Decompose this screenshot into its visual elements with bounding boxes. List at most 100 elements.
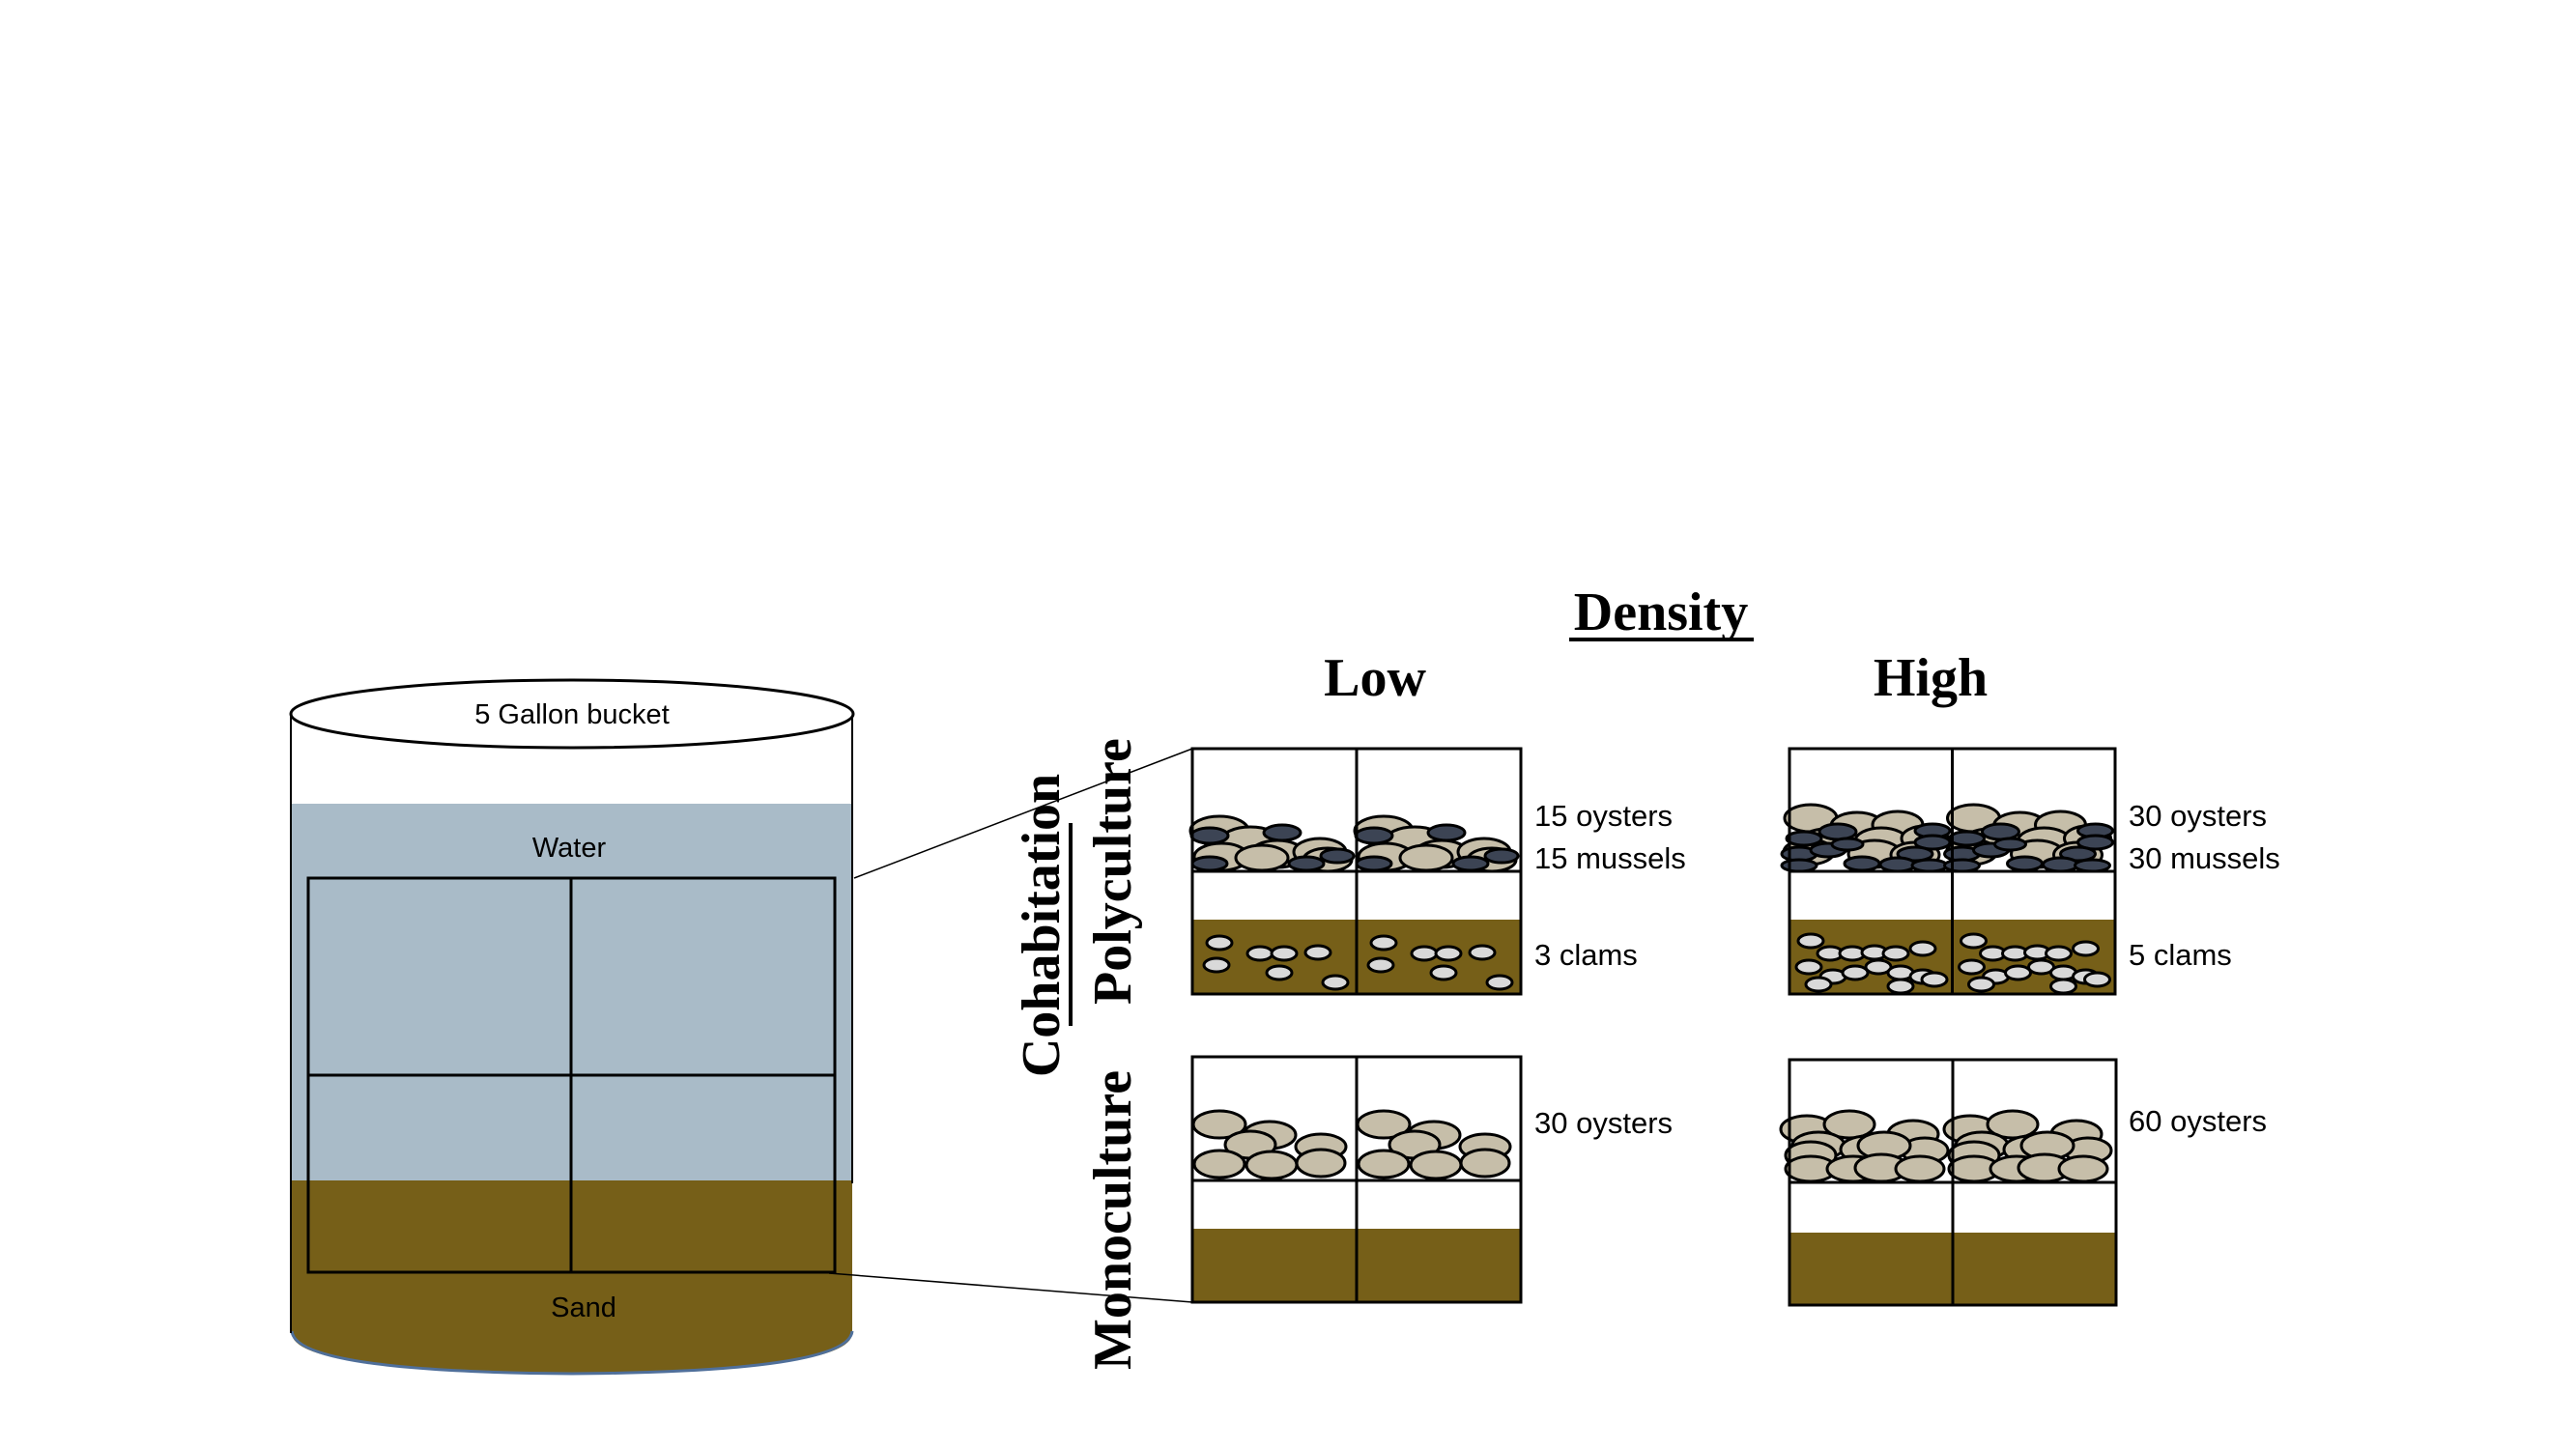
mussel-shell bbox=[1878, 856, 1917, 873]
column-header-high: High bbox=[1874, 648, 1988, 708]
bucket-sand bbox=[292, 1180, 852, 1374]
clam-shell bbox=[1434, 945, 1463, 962]
mussel-shell bbox=[2006, 855, 2044, 872]
clam-shell bbox=[1303, 944, 1332, 961]
mussel-shell bbox=[1785, 830, 1823, 847]
bucket-bottom-edge bbox=[290, 1330, 854, 1376]
mussel-shell bbox=[1843, 855, 1881, 872]
enclosure-1 bbox=[1188, 814, 1356, 991]
treatment-label-mono-high-oysters: 60 oysters bbox=[2129, 1104, 2267, 1138]
enclosure-2 bbox=[1943, 803, 2114, 995]
mussel-shell bbox=[1943, 858, 1981, 873]
zoom-connector-top bbox=[853, 748, 1193, 879]
mussel-shell bbox=[1262, 823, 1302, 842]
oyster-shell bbox=[1234, 843, 1290, 872]
mussel-shell bbox=[1913, 834, 1952, 851]
clam-shell bbox=[1429, 964, 1458, 981]
clam-shell bbox=[1796, 932, 1825, 950]
treatment-label-poly-low-mussels: 15 mussels bbox=[1534, 841, 1686, 875]
enclosure-2 bbox=[1942, 1109, 2113, 1183]
clam-shell bbox=[1321, 974, 1350, 991]
mussel-shell bbox=[1948, 830, 1986, 847]
bucket: 5 Gallon bucket Water Sand bbox=[289, 678, 855, 1376]
treatment-panels bbox=[1188, 747, 2118, 1307]
oyster-shell bbox=[1894, 1154, 1946, 1183]
mussel-shell bbox=[2074, 858, 2111, 873]
enclosure-1 bbox=[1191, 1109, 1348, 1180]
treatment-label-poly-high-mussels: 30 mussels bbox=[2129, 841, 2280, 875]
mussel-shell bbox=[1483, 847, 1520, 865]
mussel-shell bbox=[1319, 847, 1356, 865]
mussel-shell bbox=[1818, 822, 1858, 841]
clam-shell bbox=[1841, 964, 1870, 981]
clam-shell bbox=[1265, 964, 1294, 981]
clam-shell bbox=[1202, 956, 1231, 974]
mussel-shell bbox=[2076, 834, 2114, 851]
mussel-shell bbox=[1981, 822, 2020, 841]
mussel-shell bbox=[1354, 826, 1394, 845]
clam-shell bbox=[1794, 958, 1823, 976]
enclosure-2 bbox=[1356, 1109, 1512, 1180]
clam-shell bbox=[1270, 945, 1299, 962]
row-header-polyculture: Polyculture bbox=[1083, 738, 1143, 1005]
oyster-shell bbox=[1295, 1148, 1347, 1179]
enclosure-1 bbox=[1779, 1109, 1950, 1183]
mussel-shell bbox=[1830, 837, 1865, 852]
mussel-shell bbox=[1993, 837, 2027, 852]
cohabitation-title: Cohabitation bbox=[1012, 774, 1072, 1077]
clam-shell bbox=[1920, 971, 1949, 988]
mussel-shell bbox=[1190, 855, 1229, 872]
clam-shell bbox=[1881, 945, 1910, 962]
oyster-shell bbox=[1245, 1150, 1299, 1180]
clam-shell bbox=[1205, 934, 1234, 952]
clam-shell bbox=[1369, 934, 1398, 952]
clam-shell bbox=[1958, 958, 1986, 976]
mussel-shell bbox=[1189, 826, 1230, 845]
clam-shell bbox=[2072, 940, 2100, 957]
oyster-shell bbox=[1398, 843, 1454, 872]
oyster-shell bbox=[1357, 1149, 1411, 1179]
oyster-shell bbox=[2057, 1154, 2109, 1183]
enclosure-2 bbox=[1353, 814, 1520, 991]
clam-shell bbox=[1366, 956, 1395, 974]
mussel-shell bbox=[1426, 823, 1467, 842]
mussel-shell bbox=[1780, 858, 1818, 873]
sand-label: Sand bbox=[551, 1293, 616, 1323]
treatment-panel-mono-high bbox=[1779, 1058, 2118, 1307]
clam-shell bbox=[1485, 974, 1514, 991]
oyster-shell bbox=[1459, 1148, 1511, 1179]
clam-shell bbox=[1468, 944, 1497, 961]
water-label: Water bbox=[532, 833, 607, 864]
mussel-shell bbox=[1451, 855, 1490, 872]
zoom-connector-bottom bbox=[828, 1272, 1193, 1303]
treatment-label-poly-low-oysters: 15 oysters bbox=[1534, 799, 1673, 833]
enclosure-1 bbox=[1780, 803, 1952, 995]
bucket-enclosure-grid bbox=[306, 876, 837, 1274]
treatment-label-poly-high-clams: 5 clams bbox=[2129, 938, 2232, 972]
clam-shell bbox=[1245, 945, 1274, 962]
treatment-label-mono-low-oysters: 30 oysters bbox=[1534, 1106, 1673, 1140]
clam-shell bbox=[2083, 971, 2111, 988]
density-title: Density bbox=[1574, 582, 1748, 642]
clam-shell bbox=[1804, 976, 1833, 993]
clam-shell bbox=[2004, 964, 2032, 981]
bucket-title: 5 Gallon bucket bbox=[474, 699, 670, 730]
treatment-panel-poly-low bbox=[1188, 747, 1523, 996]
column-header-low: Low bbox=[1324, 648, 1426, 708]
clam-shell bbox=[1886, 978, 1915, 995]
oyster-shell bbox=[1192, 1149, 1246, 1179]
bucket-rim bbox=[289, 678, 855, 750]
clam-shell bbox=[1967, 976, 1995, 993]
row-header-monoculture: Monoculture bbox=[1083, 1070, 1143, 1370]
treatment-label-poly-high-oysters: 30 oysters bbox=[2129, 799, 2267, 833]
oyster-shell bbox=[1409, 1150, 1463, 1180]
mussel-shell bbox=[2042, 856, 2079, 873]
clam-shell bbox=[2049, 978, 2077, 995]
mussel-shell bbox=[1287, 855, 1326, 872]
mussel-shell bbox=[1355, 855, 1393, 872]
clam-shell bbox=[1410, 945, 1439, 962]
treatment-panel-mono-low bbox=[1190, 1055, 1523, 1304]
clam-shell bbox=[1960, 932, 1988, 950]
mussel-shell bbox=[1910, 858, 1949, 873]
